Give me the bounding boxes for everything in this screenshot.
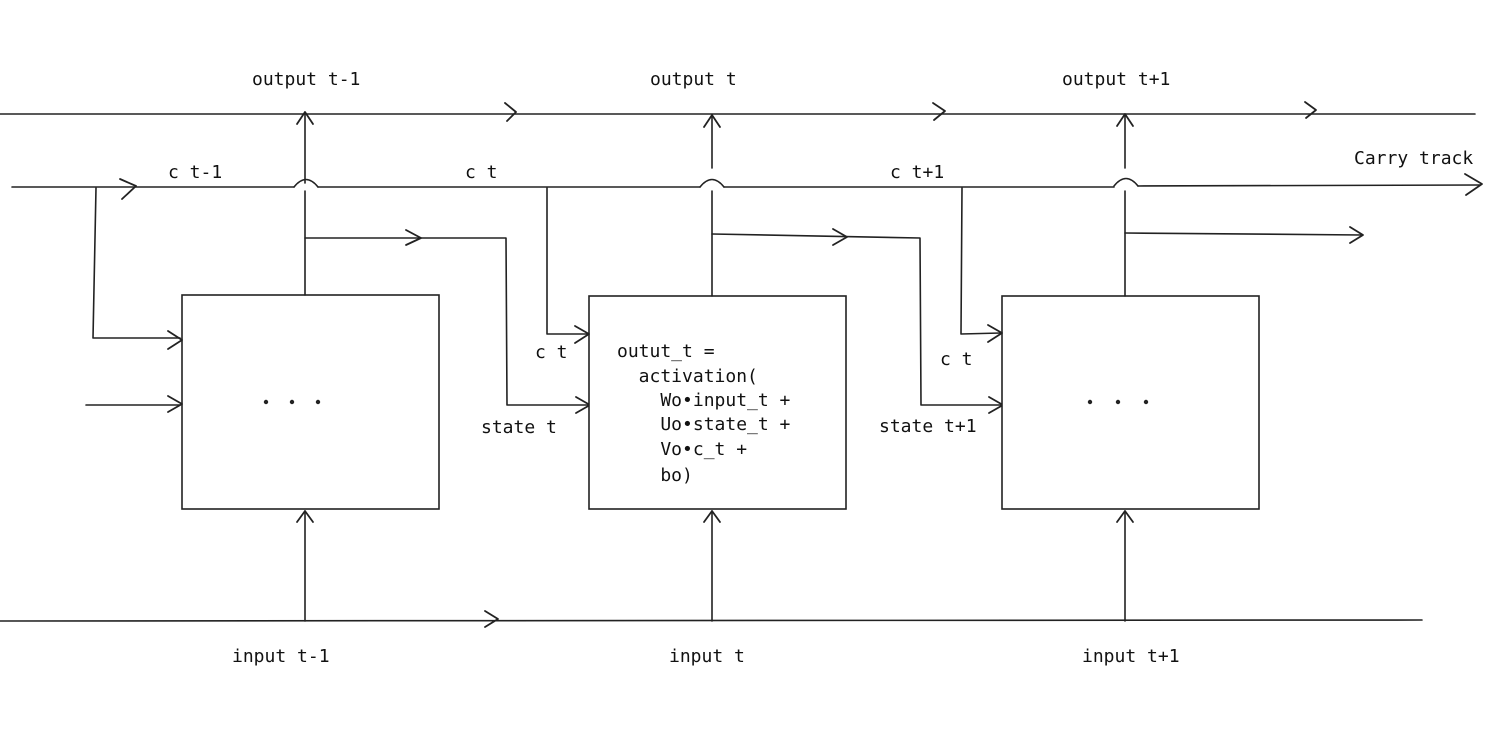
label-output-cur: output t <box>650 69 737 90</box>
carry-track <box>11 173 1483 200</box>
label-cell-next-c: c t <box>940 349 973 370</box>
cell-prev-state-out <box>304 237 589 406</box>
cell-next <box>960 113 1364 622</box>
label-input-next: input t+1 <box>1082 646 1180 667</box>
cell-prev-ellipsis-dot <box>315 399 321 405</box>
formula-line: Wo•input_t + <box>617 390 791 411</box>
formula-line: Uo•state_t + <box>617 414 791 435</box>
cell-prev-carry-in <box>92 187 181 339</box>
cell-cur-state-out <box>711 233 1002 406</box>
cell-prev-ellipsis-dot <box>289 399 295 405</box>
cell-next-box <box>1001 295 1260 510</box>
cell-next-carry-in <box>960 187 1002 335</box>
label-cell-cur-c: c t <box>535 342 568 363</box>
cell-next-output-arrowhead <box>1116 113 1134 127</box>
cell-prev-ellipsis-dot <box>263 399 269 405</box>
output-track-arrowhead-1 <box>504 102 517 122</box>
cell-next-ellipsis-dot <box>1115 399 1121 405</box>
output-track-arrowhead-2 <box>932 102 946 121</box>
cell-cur-output-arrowhead <box>703 114 721 128</box>
label-cell-next-state: state t+1 <box>879 416 977 437</box>
cell-cur <box>546 114 1004 622</box>
cell-next-ellipsis-dot <box>1143 399 1149 405</box>
cell-cur-box <box>588 295 847 510</box>
label-output-next: output t+1 <box>1062 69 1170 90</box>
input-track-arrowhead <box>484 610 499 628</box>
label-input-prev: input t-1 <box>232 646 330 667</box>
output-track <box>0 101 1476 122</box>
label-output-prev: output t-1 <box>252 69 360 90</box>
label-carry-track: Carry track <box>1354 148 1473 169</box>
formula-line: bo) <box>617 465 693 486</box>
label-cell-cur-state: state t <box>481 417 557 438</box>
label-carry-prev: c t-1 <box>168 162 222 183</box>
cell-prev-output-arrowhead <box>296 111 314 125</box>
formula-line: activation( <box>617 366 758 387</box>
input-track <box>0 610 1423 628</box>
cell-next-state-out <box>1124 232 1363 236</box>
formula-line: Vo•c_t + <box>617 439 747 460</box>
cell-next-ellipsis-dot <box>1087 399 1093 405</box>
cell-prev <box>85 111 591 622</box>
cell-cur-carry-in <box>546 187 589 335</box>
label-input-cur: input t <box>669 646 745 667</box>
carry-track-arrowhead-end <box>1464 173 1483 196</box>
formula-line: outut_t = <box>617 341 715 362</box>
label-carry-next: c t+1 <box>890 162 944 183</box>
cell-prev-box <box>181 294 440 510</box>
output-track-arrowhead-3 <box>1304 101 1317 119</box>
label-carry-cur: c t <box>465 162 498 183</box>
carry-track-arrowhead-1 <box>119 178 137 200</box>
